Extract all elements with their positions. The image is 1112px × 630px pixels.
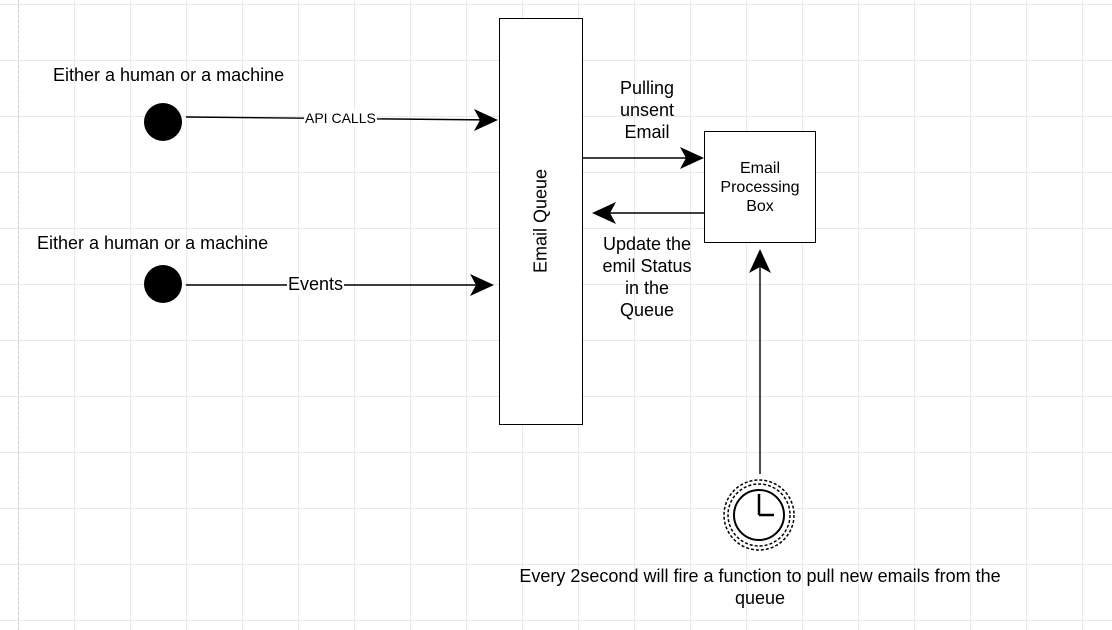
update-line-1: Update the: [602, 234, 692, 254]
processing-line-2: Processing: [720, 178, 800, 196]
timer-arrowhead: [749, 249, 771, 273]
update-line-4: Queue: [619, 300, 675, 320]
source-label-2: Either a human or a machine: [37, 233, 269, 253]
timer-caption: Every 2second will fire a function to pu…: [470, 565, 1050, 609]
canvas-boundary: [18, 0, 19, 630]
events-arrowhead: [470, 274, 494, 296]
update-line-2: emil Status: [602, 256, 692, 276]
timer-caption-line-2: queue: [734, 588, 786, 608]
events-label: Events: [287, 274, 345, 294]
update-label: Update the emil Status in the Queue: [592, 233, 702, 321]
source-node-2[interactable]: [144, 265, 182, 303]
processing-line-1: Email: [739, 159, 780, 177]
source-node-1[interactable]: [144, 103, 182, 141]
source-label-1: Either a human or a machine: [53, 65, 285, 85]
pull-label: Pulling unsent Email: [597, 77, 697, 143]
update-line-3: in the: [624, 278, 670, 298]
pull-line-1: Pulling: [619, 78, 675, 98]
email-queue-label: Email Queue: [530, 168, 551, 274]
timer-caption-line-1: Every 2second will fire a function to pu…: [519, 566, 1001, 586]
pull-line-3: Email: [624, 122, 670, 142]
api-calls-label: API CALLS: [304, 110, 377, 126]
clock-icon[interactable]: [723, 479, 795, 551]
processing-box-label: Email Processing Box: [704, 131, 816, 243]
pull-arrowhead: [680, 147, 704, 169]
api-calls-arrowhead: [474, 109, 498, 131]
update-arrowhead: [592, 202, 616, 224]
pull-line-2: unsent: [619, 100, 675, 120]
email-queue-box[interactable]: [499, 18, 583, 425]
processing-line-3: Box: [746, 197, 774, 215]
email-processing-box[interactable]: [704, 131, 816, 243]
